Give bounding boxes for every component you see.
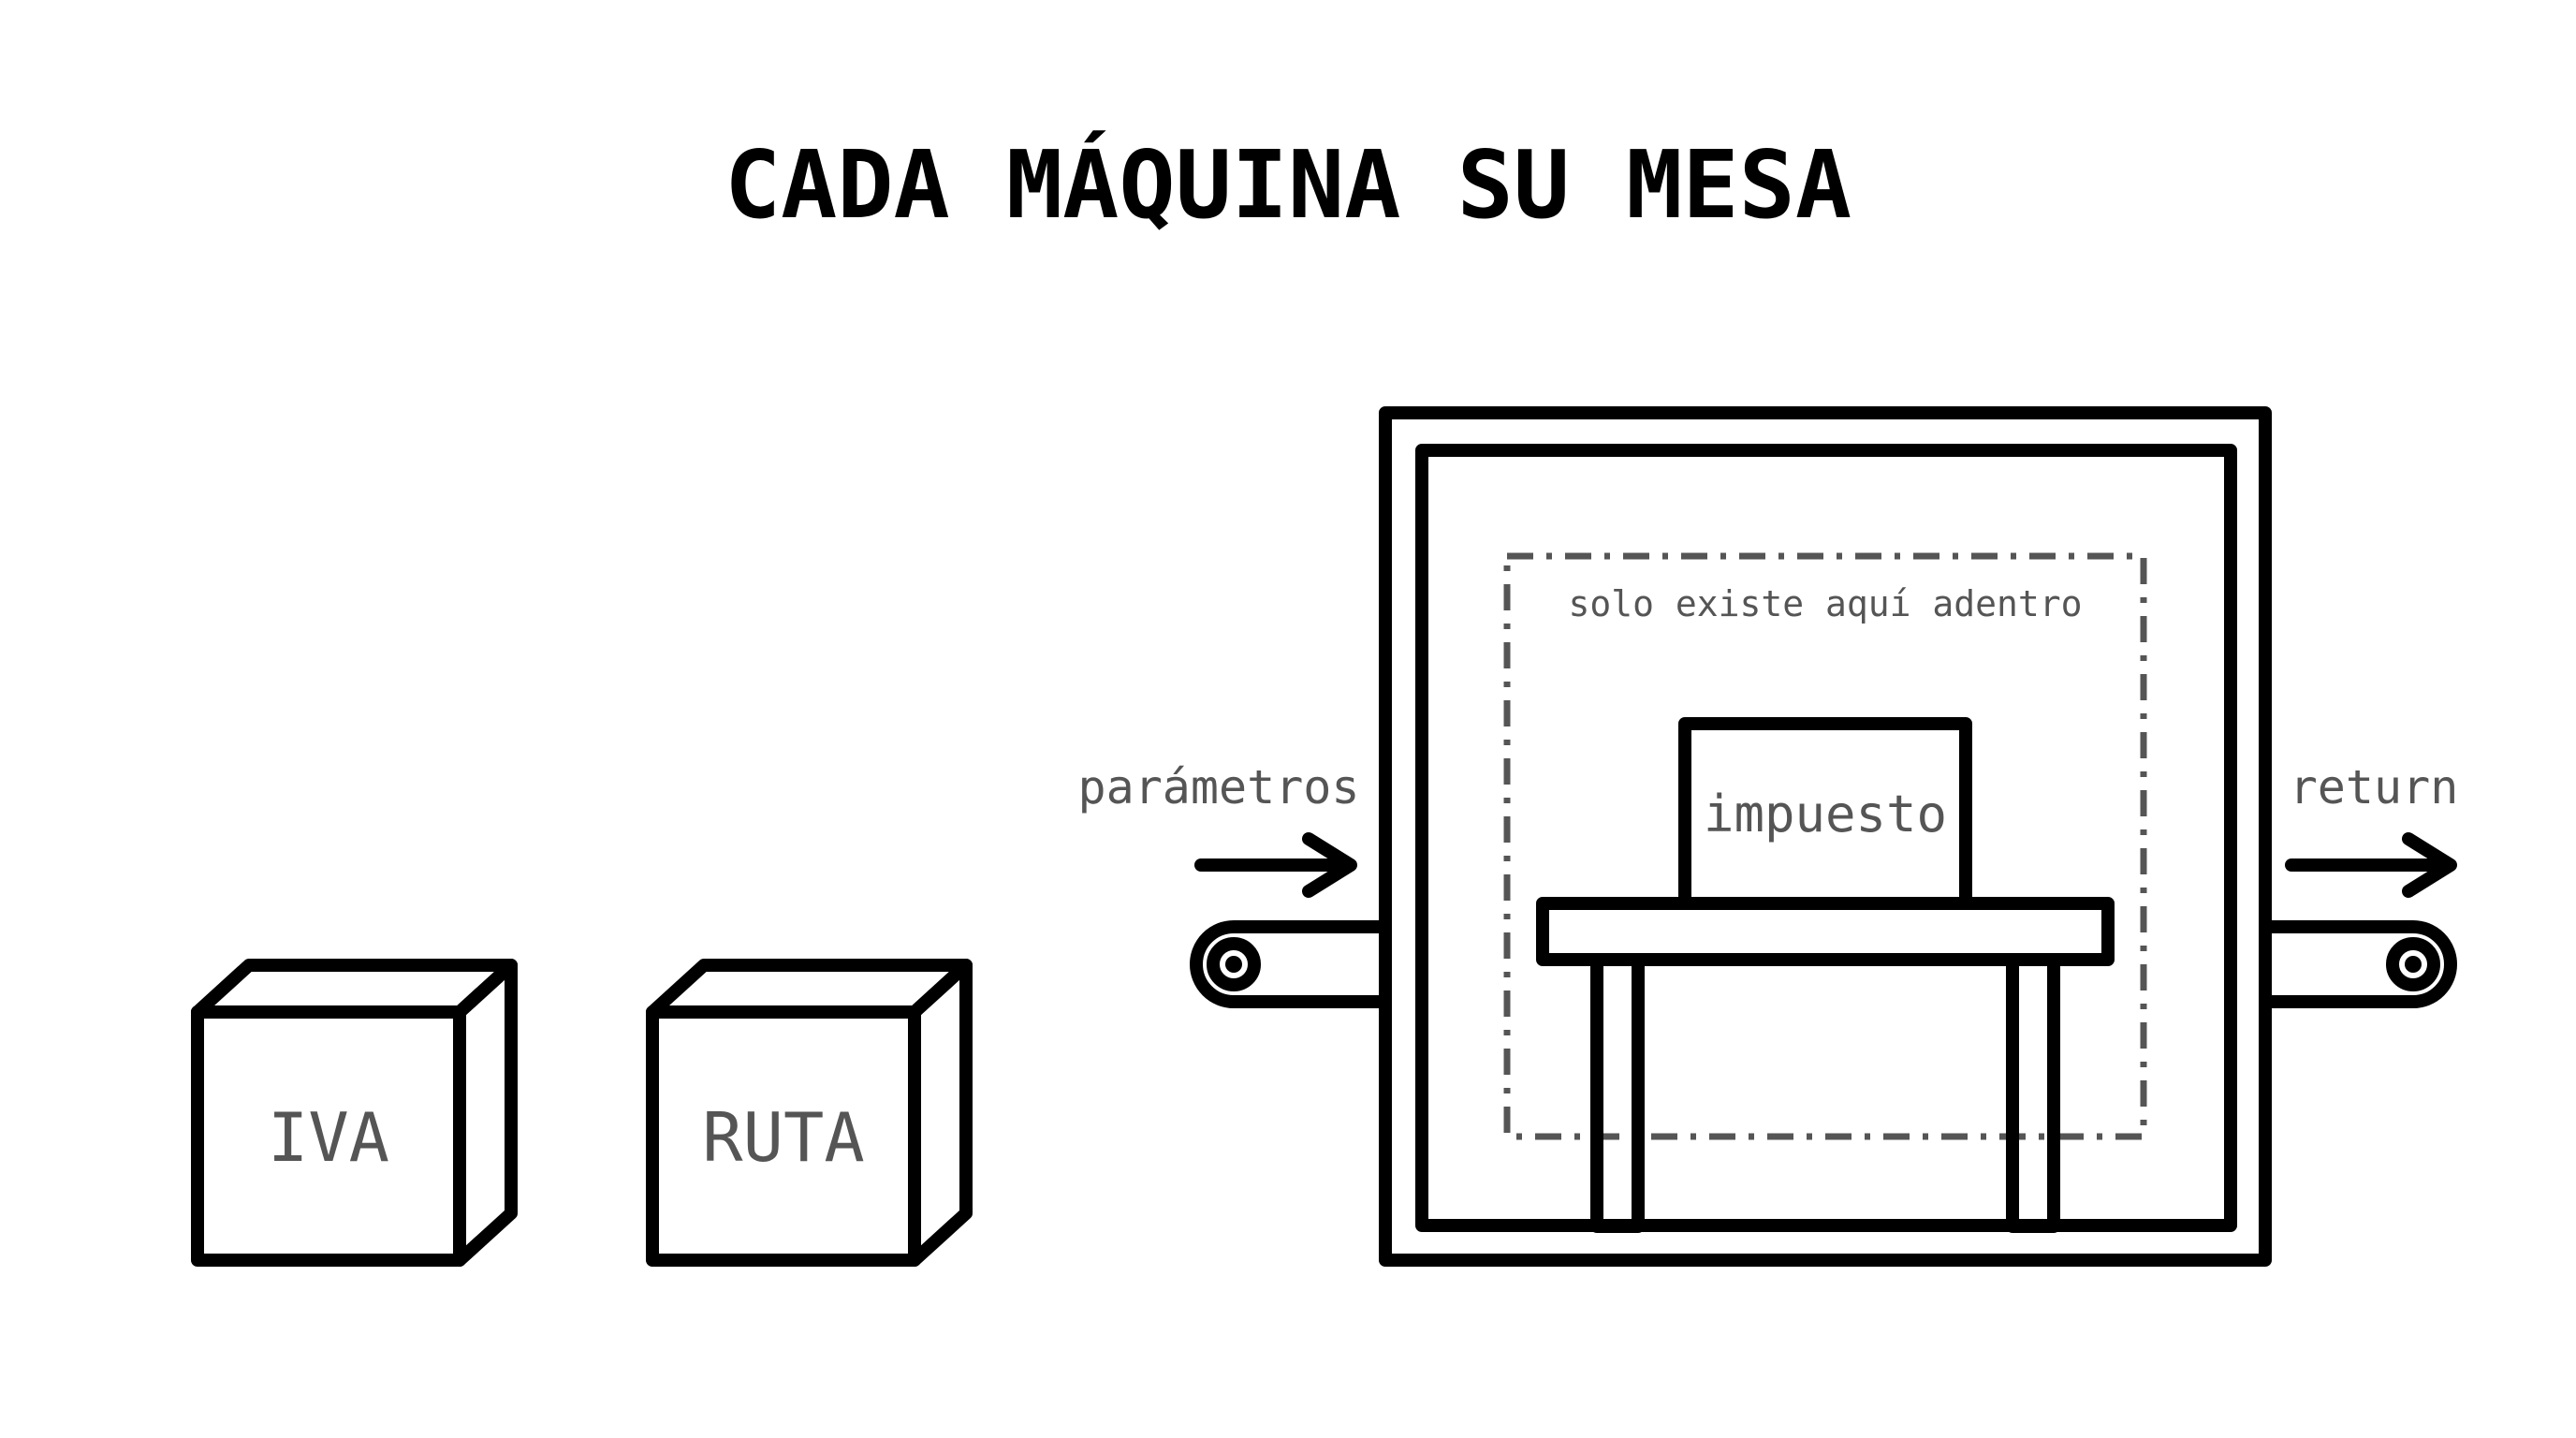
box-iva-front-face <box>191 1005 466 1267</box>
global-box-ruta: RUTA <box>646 959 973 1267</box>
box-ruta-side-face <box>908 959 973 1267</box>
input-conveyor <box>1190 920 1388 1008</box>
box-iva-label: IVA <box>268 1098 389 1177</box>
output-conveyor <box>2259 920 2457 1008</box>
table-leg-left-outer <box>1590 953 1645 1233</box>
box-ruta-label: RUTA <box>702 1098 864 1177</box>
global-box-iva: IVA <box>191 959 518 1267</box>
input-conveyor-axle <box>1225 956 1242 973</box>
input-conveyor-roller <box>1207 937 1261 991</box>
output-arrow <box>2285 832 2457 898</box>
machine-outer-frame <box>1379 406 2272 1267</box>
output-conveyor-belt <box>2259 920 2457 1008</box>
function-machine <box>1379 406 2272 1267</box>
local-scope-boundary <box>1503 552 2147 1140</box>
machine-inner-frame <box>1415 444 2237 1232</box>
input-conveyor-belt <box>1190 920 1388 1008</box>
input-label: parámetros <box>1077 760 1359 814</box>
table-top <box>1536 897 2115 966</box>
local-table <box>1536 897 2115 1233</box>
box-iva-side-face <box>453 959 518 1267</box>
input-arrow <box>1194 832 1357 898</box>
diagram-title: CADA MÁQUINA SU MESA <box>724 130 1852 240</box>
local-variable-box <box>1678 717 1972 910</box>
box-ruta-front-face <box>646 1005 921 1267</box>
table-leg-right-outer <box>2006 953 2060 1233</box>
output-conveyor-axle <box>2405 956 2422 973</box>
local-variable-label: impuesto <box>1704 785 1947 844</box>
scope-label: solo existe aquí adentro <box>1568 583 2082 624</box>
output-label: return <box>2290 760 2459 814</box>
output-conveyor-roller <box>2386 937 2440 991</box>
